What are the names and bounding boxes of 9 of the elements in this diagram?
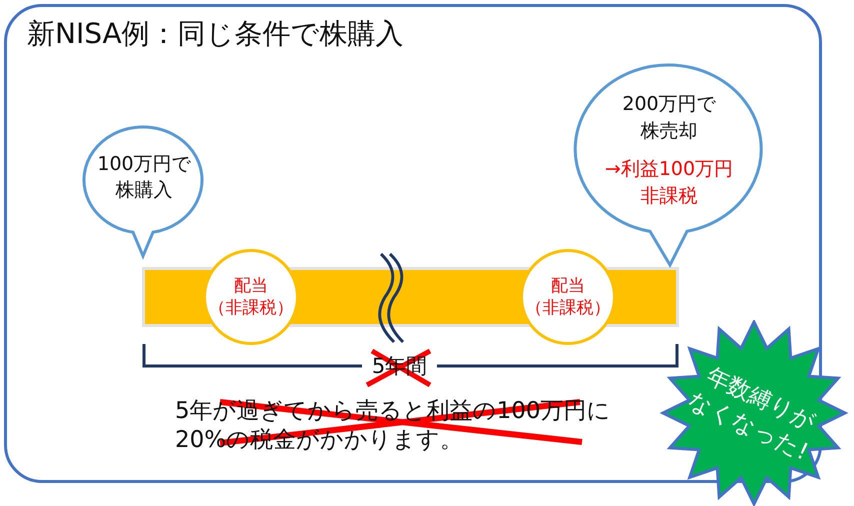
circle-label: 配当（非課税）: [524, 275, 612, 319]
bubble-text: 100万円で株購入: [96, 152, 192, 203]
bubble-text: 200万円で株売却: [622, 92, 716, 144]
circle-label: 配当（非課税）: [208, 275, 294, 319]
speech-bubble: [573, 62, 765, 268]
diagram-title: 新NISA例：同じ条件で株購入: [27, 16, 404, 52]
speech-bubble: [82, 125, 206, 258]
bubble-text: →利益100万円非課税: [604, 157, 734, 209]
starburst-text: 年数縛りがなくなった!: [682, 362, 820, 468]
